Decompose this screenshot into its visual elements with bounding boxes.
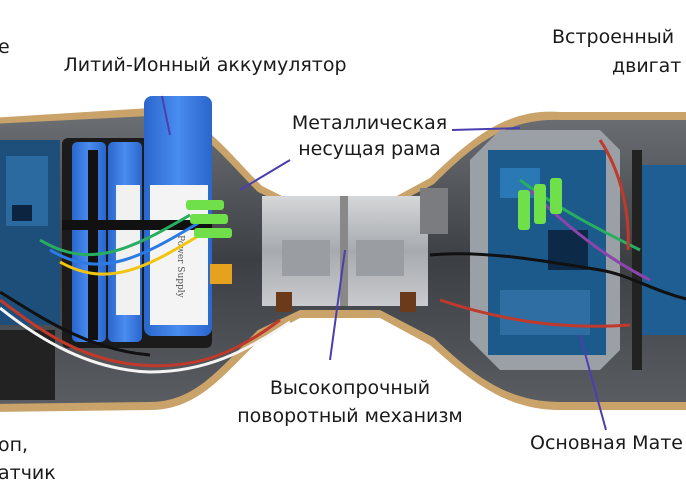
label-battery: Литий-Ионный аккумулятор [63,54,347,76]
label-bottom-left-line1: оп, [0,434,29,456]
right-main-board [470,130,686,370]
label-motor-line1: Встроенный [552,26,675,48]
green-connectors-right [518,178,562,230]
metal-frame-pivot [262,188,448,312]
label-motor-line2: двигат [612,55,682,77]
left-circuit-board [0,140,60,400]
battery-pack: Power Supply [62,96,212,348]
green-connectors-left [186,200,232,284]
label-frame-line1: Металлическая [291,112,448,134]
left-wiring [0,213,291,374]
label-bottom-left-line2: атчик [0,462,56,484]
label-pivot-line1: Высокопрочный [269,377,431,399]
label-top-left-fragment: е [0,36,10,58]
battery-cell-text: Power Supply [175,235,185,299]
label-pivot-line2: поворотный механизм [237,405,463,427]
callout-lines [161,95,607,431]
label-mainboard: Основная Мате [530,432,683,454]
label-frame-line2: несущая рама [298,138,441,160]
